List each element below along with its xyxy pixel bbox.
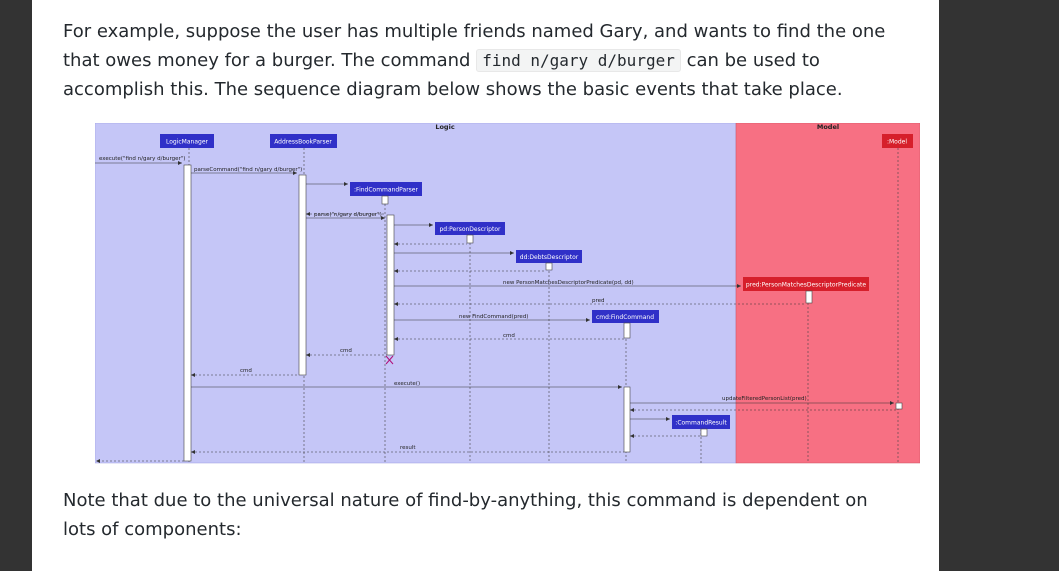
participant-debts-descriptor <box>516 250 582 263</box>
msg-result: result <box>400 445 416 451</box>
msg-cmd-return-2: cmd <box>340 348 352 354</box>
participant-model <box>882 134 913 148</box>
msg-execute-call: execute() <box>394 381 420 387</box>
arrowheads <box>96 161 894 463</box>
intro-text-after: can be used to accomplish this. The sequ… <box>63 50 843 100</box>
participant-find-command-parser-label: :FindCommandParser <box>354 187 418 194</box>
participant-person-descriptor-label: pd:PersonDescriptor <box>440 226 502 233</box>
msg-cmd-return-3: cmd <box>240 368 252 374</box>
activation-bars <box>183 164 903 462</box>
participant-logic-manager <box>160 134 214 148</box>
participant-find-command <box>592 310 659 323</box>
participant-debts-descriptor-label: dd:DebtsDescriptor <box>520 254 579 261</box>
intro-paragraph: For example, suppose the user has multip… <box>63 17 893 104</box>
model-frame <box>735 123 920 464</box>
participant-find-command-parser <box>350 182 422 196</box>
participant-command-result-label: :CommandResult <box>675 420 727 427</box>
msg-update-filtered: updateFilteredPersonList(pred) <box>722 396 807 402</box>
msg-execute: execute("find n/gary d/burger") <box>99 156 185 162</box>
right-margin <box>981 0 1059 571</box>
msg-new-find-command: new FindCommand(pred) <box>459 314 528 320</box>
participant-predicate-label: pred:PersonMatchesDescriptorPredicate <box>746 282 866 289</box>
destroy-marker <box>385 355 394 365</box>
msg-parse: parse("n/gary d/burger") <box>314 212 382 218</box>
participant-predicate <box>743 277 869 291</box>
participant-model-label: :Model <box>887 139 907 146</box>
model-frame-title: Model <box>817 123 839 131</box>
msg-parse-command: parseCommand("find n/gary d/burger") <box>194 167 302 173</box>
intro-text-before: For example, suppose the user has multip… <box>63 21 886 71</box>
outro-paragraph: Note that due to the universal nature of… <box>63 490 868 540</box>
participant-address-book-parser <box>270 134 337 148</box>
participant-command-result <box>672 415 730 429</box>
participant-find-command-label: cmd:FindCommand <box>596 314 654 321</box>
msg-new-predicate: new PersonMatchesDescriptorPredicate(pd,… <box>503 280 634 286</box>
sequence-diagram: Logic Model LogicManager AddressBookPars… <box>95 123 920 465</box>
participant-address-book-parser-label: AddressBookParser <box>274 139 332 146</box>
participant-logic-manager-label: LogicManager <box>166 139 209 146</box>
participant-person-descriptor <box>435 222 505 235</box>
logic-frame-title: Logic <box>435 123 454 131</box>
msg-cmd-return-1: cmd <box>503 333 515 339</box>
inline-code-command: find n/gary d/burger <box>476 49 681 72</box>
message-lines <box>95 162 896 462</box>
msg-pred-return: pred <box>592 298 605 304</box>
